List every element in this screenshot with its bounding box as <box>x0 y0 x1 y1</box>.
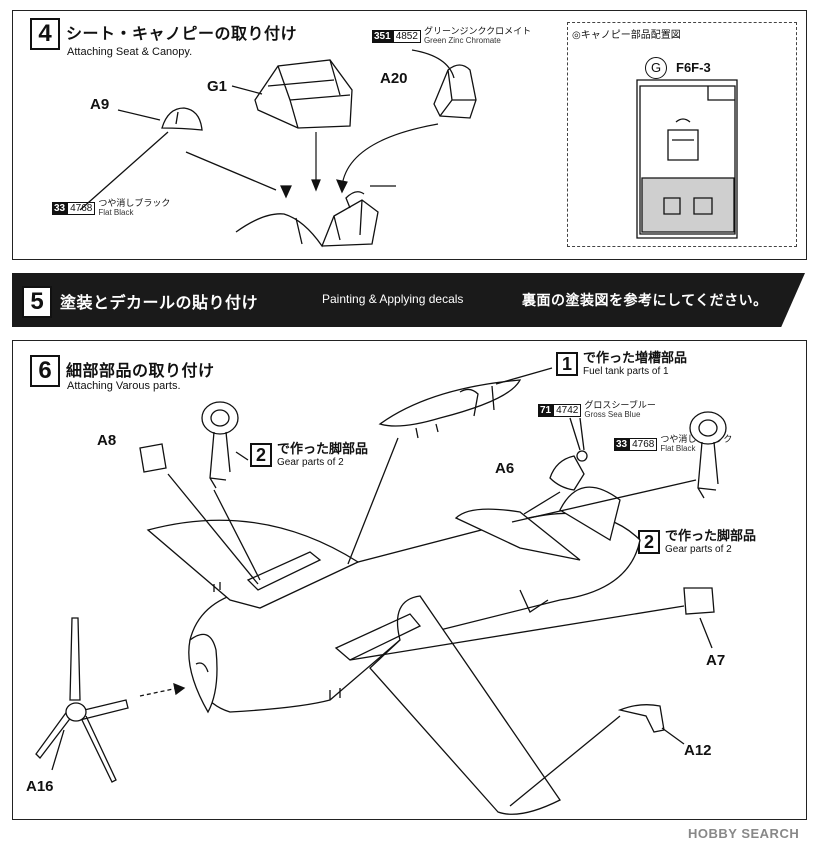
sprue-inset <box>567 22 797 247</box>
leader-a6-paint <box>569 417 585 451</box>
leader-a20 <box>411 49 455 79</box>
sprue-model-label: F6F-3 <box>676 60 711 75</box>
step4-subtitle: Attaching Seat & Canopy. <box>67 46 193 58</box>
leader-gear-left-mount <box>213 489 261 581</box>
paint-name-jp: グリーンジンククロメイト <box>423 27 532 37</box>
leader-a16 <box>51 729 65 771</box>
leader-fuel-tank <box>495 367 553 385</box>
sprue-frame-drawing <box>636 79 738 239</box>
part-label-a9: A9 <box>90 96 110 113</box>
paint-name-jp: つや消しブラック <box>98 199 171 209</box>
wingtip-a12-drawing <box>617 704 665 733</box>
leader-gear-right-mount <box>511 479 697 523</box>
leader-a12-mount <box>509 715 621 807</box>
seat-a20-drawing <box>433 64 477 119</box>
fairing-a6-drawing <box>549 450 588 491</box>
watermark: HOBBY SEARCH <box>688 826 800 841</box>
arrowhead-prop <box>173 682 186 696</box>
airframe-drawing <box>146 486 641 815</box>
leader-a7-mount <box>349 605 685 661</box>
ref-text-jp: で作った増槽部品 <box>583 351 688 366</box>
propeller-a16-drawing <box>35 617 129 783</box>
ref-text-jp: で作った脚部品 <box>665 529 757 544</box>
step5-note: 裏面の塗装図を参考にしてください。 <box>522 293 768 309</box>
part-label-a20: A20 <box>380 70 408 87</box>
paint-name-en: Flat Black <box>98 208 134 217</box>
part-label-a7: A7 <box>706 652 726 669</box>
step5-subtitle: Painting & Applying decals <box>322 292 464 306</box>
leader-a9 <box>117 109 161 121</box>
step6-number: 6 <box>30 355 60 387</box>
leader-a7 <box>699 617 713 649</box>
step5-title: 塗装とデカールの貼り付け <box>60 293 259 312</box>
ref-text-en: Fuel tank parts of 1 <box>583 366 669 378</box>
part-label-a6: A6 <box>495 460 515 477</box>
step5-banner <box>12 273 805 327</box>
arrow-guide-a9 <box>185 151 277 191</box>
leader-a6-mount <box>523 491 561 515</box>
part-label-a16: A16 <box>26 778 54 795</box>
paint-name-en: Green Zinc Chromate <box>423 36 501 45</box>
ref-text-en: Gear parts of 2 <box>277 457 344 469</box>
paint-code-primary: 71 <box>538 404 554 417</box>
headrest-a9-drawing <box>161 107 203 131</box>
paint-name-jp: グロスシーブルー <box>584 401 656 411</box>
leader-gear-left <box>235 451 249 461</box>
paint-code-secondary: 4742 <box>553 404 582 417</box>
paint-code-secondary: 4768 <box>629 438 658 451</box>
paint-code-primary: 33 <box>52 202 68 215</box>
leader-fuel-tank-mount <box>347 437 399 565</box>
leader-a12 <box>661 727 685 745</box>
part-label-a8: A8 <box>97 432 117 449</box>
install-arrows <box>280 123 439 199</box>
drop-tank-drawing <box>378 379 522 439</box>
step5-number: 5 <box>22 286 52 318</box>
ref-text-jp: で作った脚部品 <box>277 442 369 457</box>
part-label-g1: G1 <box>207 78 228 95</box>
door-a8-drawing <box>139 443 167 473</box>
door-a7-drawing <box>683 587 715 615</box>
sprue-letter-badge: G <box>645 57 667 79</box>
leader-g1 <box>231 85 263 95</box>
canopy-part-drawing <box>254 59 353 129</box>
ref-text-en: Gear parts of 2 <box>665 544 732 556</box>
cockpit-tub-drawing <box>235 185 396 248</box>
paint-code-primary: 33 <box>614 438 630 451</box>
landing-gear-left-drawing <box>201 401 239 489</box>
step4-number: 4 <box>30 18 60 50</box>
paint-name-en: Flat Black <box>660 444 696 453</box>
step6-subtitle: Attaching Varous parts. <box>67 380 181 392</box>
paint-code-primary: 351 <box>372 30 393 43</box>
sprue-inset-title: ◎キャノピー部品配置図 <box>572 30 681 41</box>
step-ref-number: 2 <box>250 443 272 467</box>
arrow-prop-to-nose <box>139 687 179 697</box>
leader-a8 <box>167 473 259 585</box>
step4-title: シート・キャノピーの取り付け <box>66 24 298 43</box>
step-ref-number: 1 <box>556 352 578 376</box>
landing-gear-right-drawing <box>689 411 727 499</box>
leader-a9-paint <box>79 131 169 211</box>
step6-title: 細部部品の取り付け <box>66 361 215 380</box>
part-label-a12: A12 <box>684 742 712 759</box>
paint-name-en: Gross Sea Blue <box>584 410 641 419</box>
paint-code-secondary: 4852 <box>392 30 421 43</box>
